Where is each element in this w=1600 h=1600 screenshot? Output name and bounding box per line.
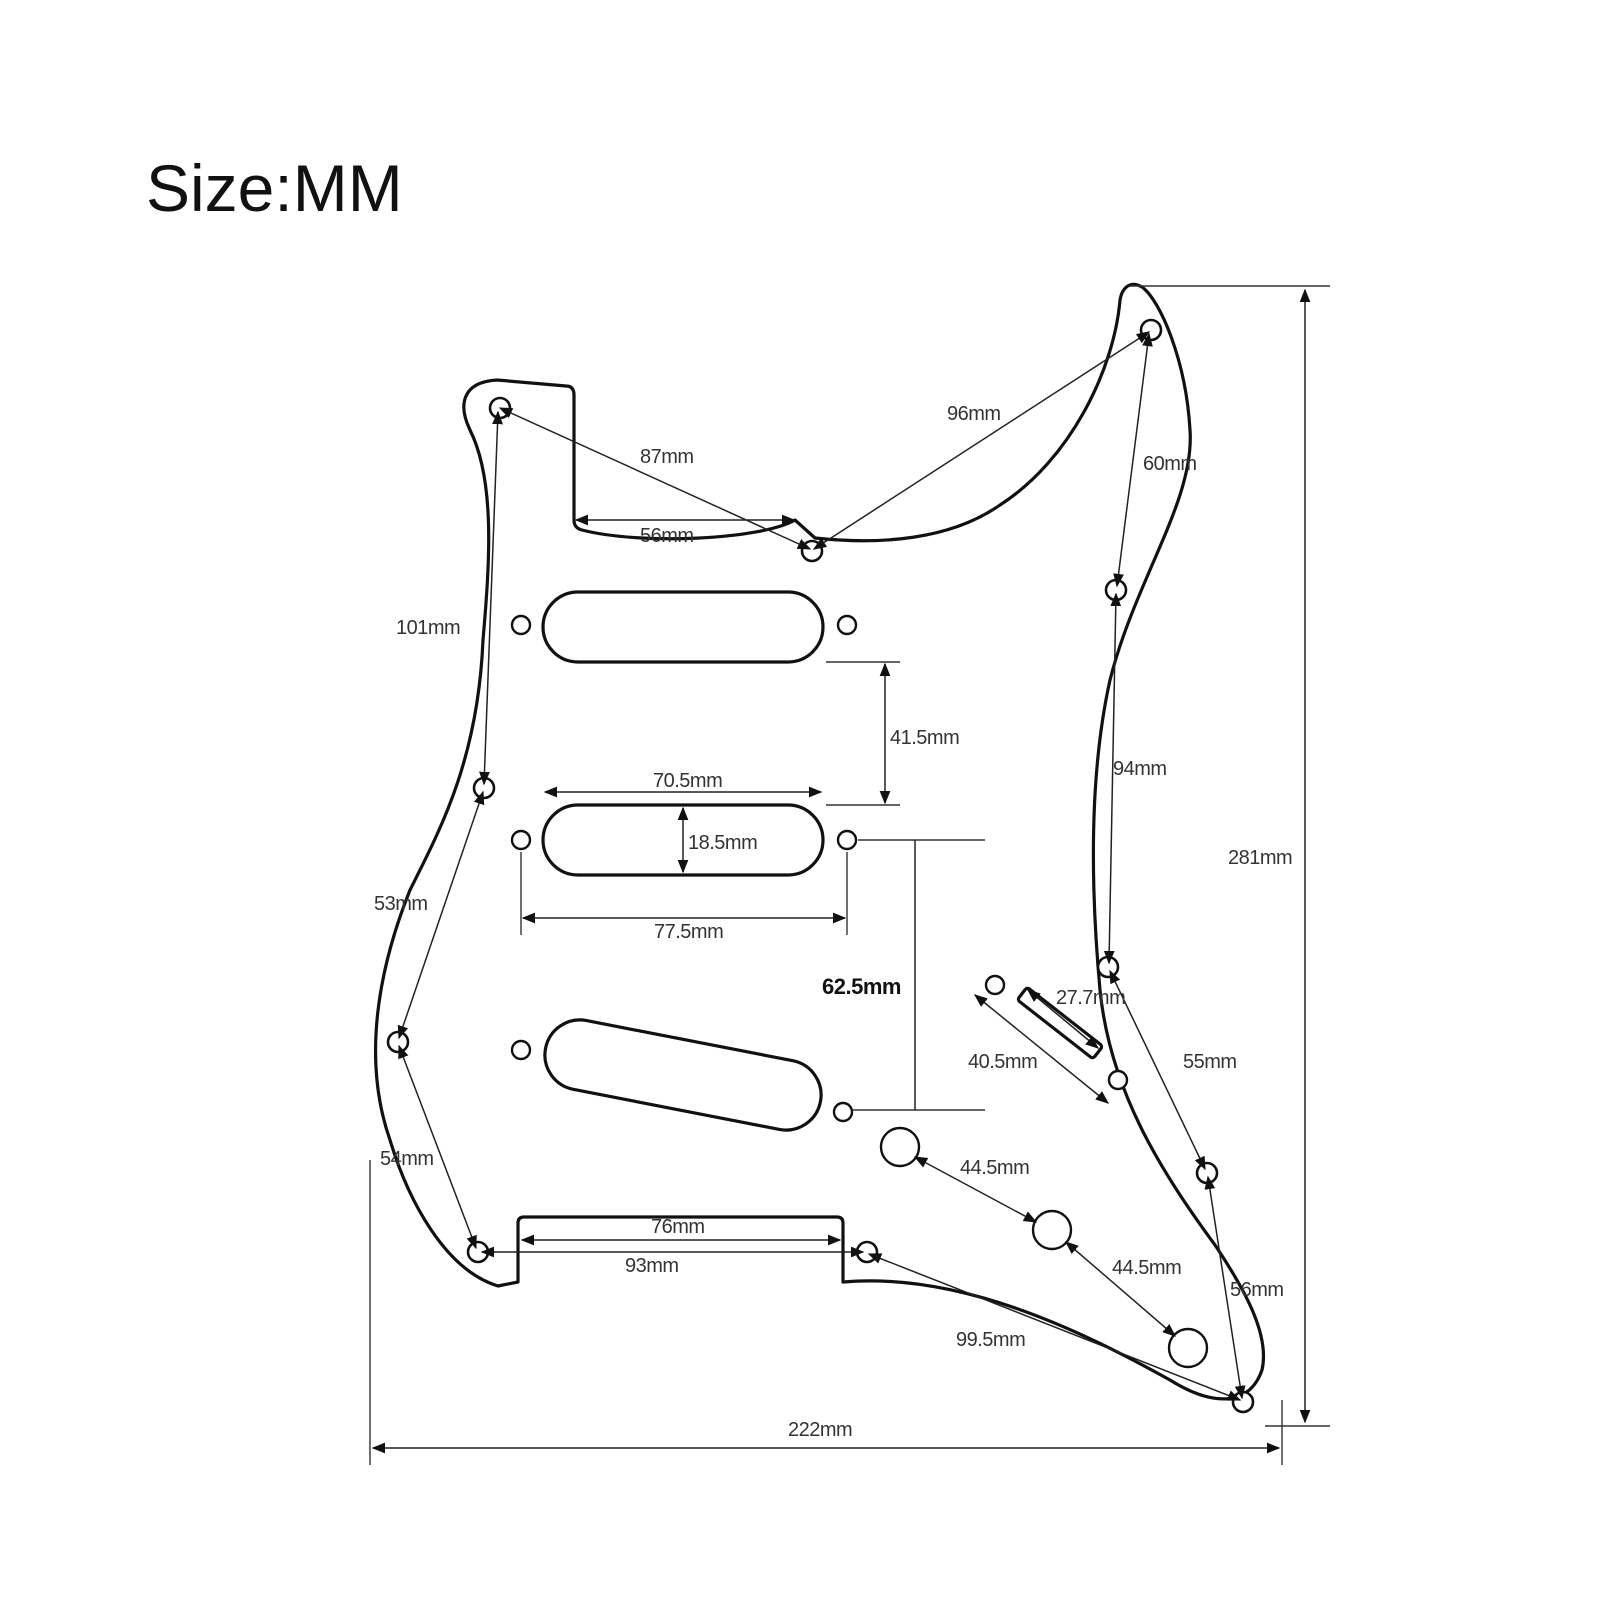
screw-hole-right-middle: [1096, 955, 1120, 979]
screw-hole-left-lower: [386, 1030, 410, 1054]
label-right-middle-run: 94mm: [1113, 758, 1167, 780]
middle-pickup-screw-left: [510, 829, 532, 851]
label-pickup-width: 18.5mm: [688, 832, 757, 854]
label-pickup-screw-spacing: 77.5mm: [654, 921, 723, 943]
label-bottom-cutout-width: 76mm: [651, 1216, 705, 1238]
volume-knob-hole: [879, 1126, 921, 1168]
pickguard-outline: [373, 282, 1265, 1401]
label-top-left-to-center-screw: 87mm: [640, 446, 694, 468]
bridge-pickup-screw-right: [832, 1101, 854, 1123]
label-left-upper-run: 101mm: [396, 617, 460, 639]
label-switch-slot-length: 27.7mm: [1056, 987, 1125, 1009]
label-horn-to-right-upper-screw: 60mm: [1143, 453, 1197, 475]
middle-pickup-cutout: [541, 803, 825, 877]
label-bottom-screw-spacing: 93mm: [625, 1255, 679, 1277]
screw-hole-bottom-right: [1231, 1390, 1255, 1414]
neck-pickup-cutout: [541, 590, 825, 664]
page-title: Size:MM: [146, 151, 403, 225]
bridge-pickup-cutout: [543, 1018, 823, 1132]
bridge-pickup-screw-left: [510, 1039, 532, 1061]
label-knob-spacing-2: 44.5mm: [1112, 1257, 1181, 1279]
label-bottom-right-run: 56mm: [1230, 1279, 1284, 1301]
screw-hole-neck-center: [800, 539, 824, 563]
label-pickup-spacing: 41.5mm: [890, 727, 959, 749]
label-overall-height: 281mm: [1228, 847, 1292, 869]
label-overall-width: 222mm: [788, 1419, 852, 1441]
screw-hole-horn: [1139, 318, 1163, 342]
label-knob-spacing-1: 44.5mm: [960, 1157, 1029, 1179]
label-left-lower-run: 54mm: [380, 1148, 434, 1170]
label-neck-to-bridge-pickup-screws: 62.5mm: [822, 974, 901, 999]
middle-pickup-screw-right: [836, 829, 858, 851]
label-center-to-horn-screw: 96mm: [947, 403, 1001, 425]
neck-pickup-screw-left: [510, 614, 532, 636]
screw-hole-right-lower: [1195, 1161, 1219, 1185]
label-pickup-length: 70.5mm: [653, 770, 722, 792]
tone2-knob-hole: [1167, 1327, 1209, 1369]
tone1-knob-hole: [1031, 1209, 1073, 1251]
neck-pickup-screw-right: [836, 614, 858, 636]
label-left-middle-run: 53mm: [374, 893, 428, 915]
switch-screw-bottom: [1107, 1069, 1129, 1091]
label-right-lower-run: 55mm: [1183, 1051, 1237, 1073]
switch-screw-top: [984, 974, 1006, 996]
label-neck-pocket-width: 56mm: [640, 525, 694, 547]
label-switch-screw-spacing: 40.5mm: [968, 1051, 1037, 1073]
label-bottom-diagonal: 99.5mm: [956, 1329, 1025, 1351]
